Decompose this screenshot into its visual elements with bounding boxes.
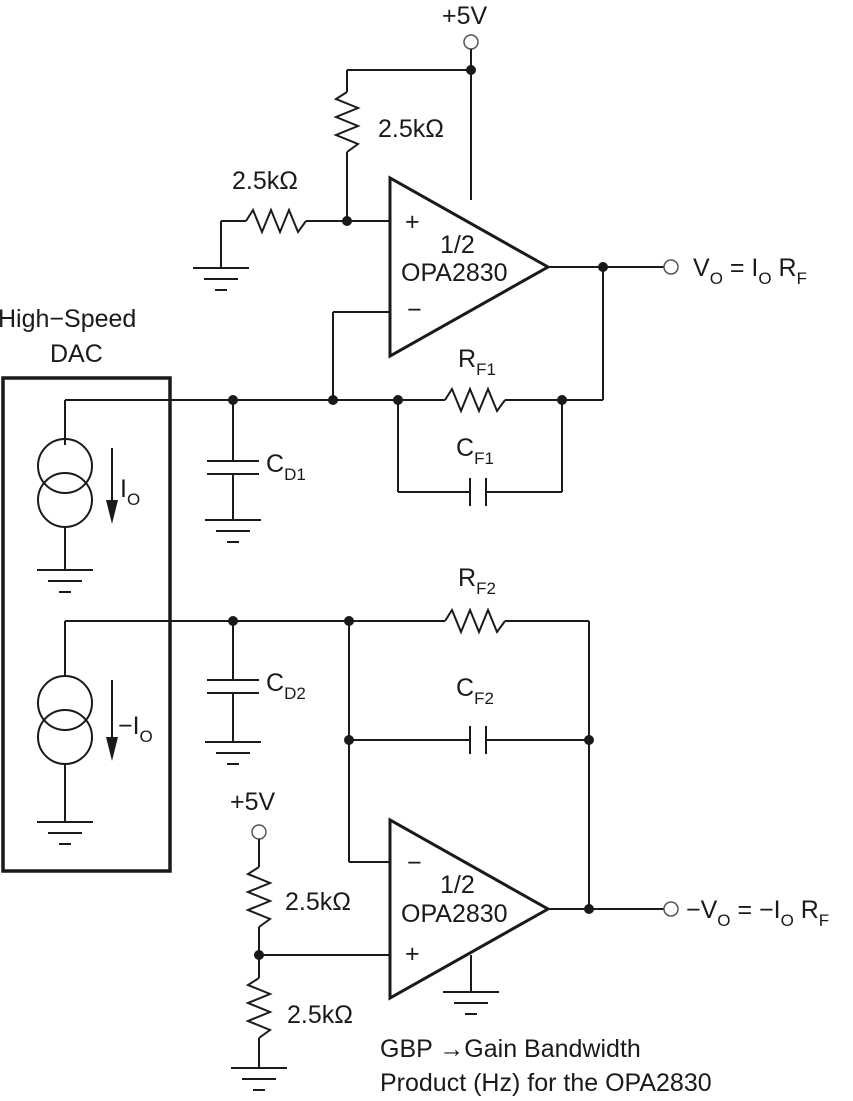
bottom-lower-resistor-value: 2.5kΩ <box>287 1001 353 1029</box>
bottom-upper-resistor-value: 2.5kΩ <box>285 888 351 916</box>
cd1-ground-icon <box>205 519 261 543</box>
opamp-1-output: VO = IO RF <box>548 254 807 400</box>
bottom-supply-terminal <box>251 824 267 840</box>
opamp-2: − + 1/2 OPA2830 <box>388 817 552 1015</box>
source-1-circle-top <box>37 438 93 494</box>
opamp-1-model: OPA2830 <box>401 259 508 287</box>
cd1-label: CD1 <box>266 450 306 484</box>
cd2-ground-icon <box>205 741 261 765</box>
cf2-label: CF2 <box>456 674 494 708</box>
opamp-2-body <box>388 817 552 1001</box>
out-2-node <box>584 904 594 914</box>
opamp-2-minus: − <box>407 849 422 877</box>
opamp-1-body <box>388 175 552 359</box>
top-supply-label: +5V <box>442 2 488 30</box>
rf1-resistor <box>444 386 506 414</box>
bottom-bias-network: +5V 2.5kΩ 2.5kΩ <box>230 788 390 1091</box>
output-2-equation: −VO = −IO RF <box>686 896 829 930</box>
current-source-1: IO <box>37 438 140 593</box>
opamp-1: + − 1/2 OPA2830 <box>388 175 552 359</box>
bottom-bias-resistor-upper <box>245 866 273 928</box>
out-1-terminal <box>663 259 679 275</box>
output-1-equation: VO = IO RF <box>693 254 807 288</box>
top-upper-resistor-value: 2.5kΩ <box>378 115 444 143</box>
top-lower-resistor-value: 2.5kΩ <box>232 167 298 195</box>
rf2-resistor <box>444 607 506 635</box>
out-2-terminal <box>663 901 679 917</box>
rf2-label: RF2 <box>458 564 496 598</box>
source-2-current-label: −IO <box>118 712 153 746</box>
opamp-2-plus: + <box>405 940 420 968</box>
opamp-1-minus: − <box>407 296 422 324</box>
opamp-1-fraction: 1/2 <box>440 231 475 259</box>
opamp-2-ground-icon <box>443 991 499 1015</box>
rf1-label: RF1 <box>458 345 496 379</box>
top-bias-resistor-lower <box>245 207 307 235</box>
source-1-circle-bottom <box>37 472 93 528</box>
opamp-2-output: −VO = −IO RF <box>548 896 829 930</box>
source-2-circle-bottom <box>37 709 93 765</box>
cd2-label: CD2 <box>266 669 306 703</box>
bottom-bias-resistor-lower <box>245 977 273 1039</box>
top-supply-terminal <box>463 34 479 50</box>
source-2-ground-icon <box>37 821 93 845</box>
source-1-current-label: IO <box>120 475 140 509</box>
dac-box <box>1 376 172 873</box>
bottom-bias-ground-icon <box>231 1067 287 1091</box>
gbp-note-line1: GBP →Gain Bandwidth <box>380 1035 641 1063</box>
source-2-circle-top <box>37 675 93 731</box>
cf1-label: CF1 <box>456 434 494 468</box>
dac-label-line1: High−Speed <box>0 305 136 333</box>
current-source-2: −IO <box>37 675 153 845</box>
dac-label-line2: DAC <box>50 340 103 368</box>
top-bias-network: +5V 2.5kΩ 2.5kΩ <box>193 2 488 291</box>
opamp-1-plus: + <box>405 208 420 236</box>
high-speed-dac: High−Speed DAC <box>0 305 172 873</box>
channel-1-wiring: RF1 CF1 CD1 <box>64 345 603 543</box>
source-2-arrow-down-icon <box>106 737 118 761</box>
gbp-note-line2: Product (Hz) for the OPA2830 <box>380 1069 712 1097</box>
ch1-summing-node <box>328 395 338 405</box>
top-bias-ground-icon <box>193 267 249 291</box>
opamp-1-inverting-path <box>332 311 390 400</box>
source-1-arrow-down-icon <box>106 500 118 524</box>
opamp-2-model: OPA2830 <box>401 900 508 928</box>
gbp-note: GBP →Gain Bandwidth Product (Hz) for the… <box>380 1035 712 1097</box>
channel-2-wiring: RF2 CF2 CD2 <box>64 564 594 909</box>
opamp-2-fraction: 1/2 <box>440 871 475 899</box>
source-1-ground-icon <box>37 569 93 593</box>
top-bias-resistor-upper <box>333 91 361 153</box>
bottom-supply-label: +5V <box>230 788 276 816</box>
